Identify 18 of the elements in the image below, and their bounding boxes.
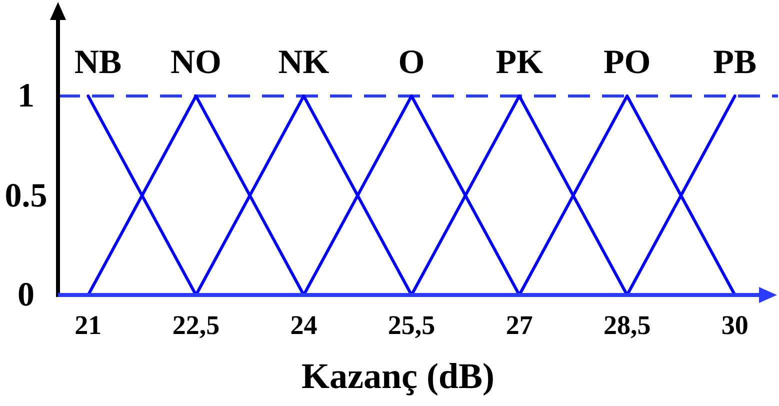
- series-label: O: [398, 46, 425, 80]
- tick-label: 0: [16, 275, 36, 315]
- axis-title: Kazanç (dB): [302, 358, 494, 394]
- tick-label: 0.5: [4, 176, 48, 216]
- series-label: PK: [496, 46, 543, 80]
- tick-label: 30: [721, 312, 748, 339]
- series-label: NO: [170, 46, 222, 80]
- series-label: PB: [713, 46, 757, 80]
- tick-label: 24: [290, 312, 318, 339]
- tick-label: 21: [74, 312, 102, 339]
- tick-label: 1: [16, 76, 36, 116]
- series-label: NB: [74, 46, 122, 80]
- tick-label: 27: [506, 312, 533, 339]
- tick-label: 28,5: [603, 312, 651, 339]
- series-label: NK: [278, 46, 330, 80]
- series-label: PO: [603, 46, 651, 80]
- tick-label: 22,5: [172, 312, 220, 339]
- tick-label: 25,5: [388, 312, 436, 339]
